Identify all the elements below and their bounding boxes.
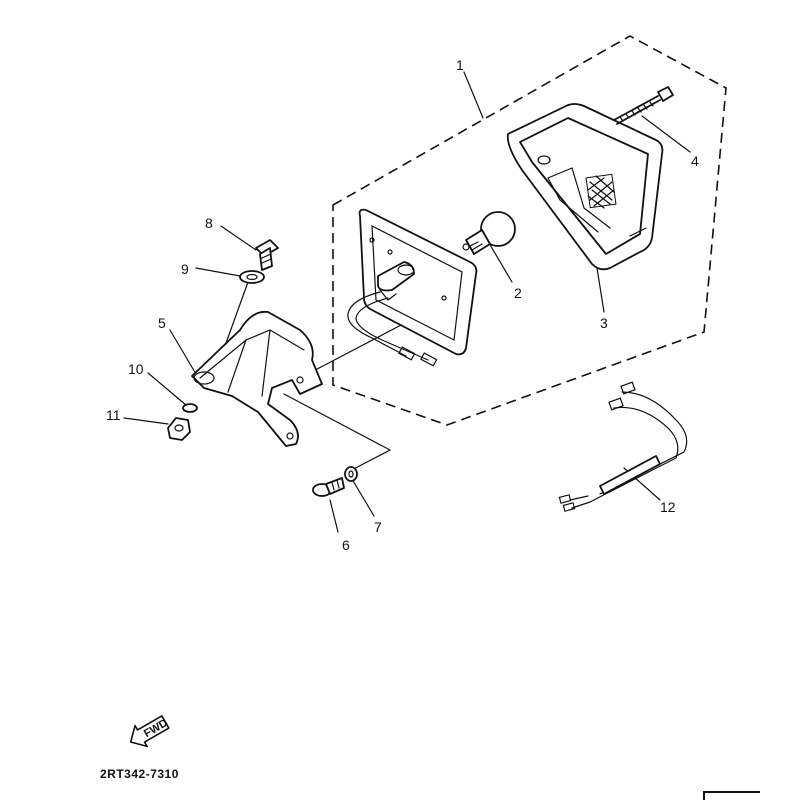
callout-7: 7 xyxy=(374,519,382,535)
bulb xyxy=(462,211,516,255)
screw-washer xyxy=(344,466,358,482)
callout-8: 8 xyxy=(205,215,213,231)
assembly-group-outline xyxy=(332,35,727,426)
lens-screw xyxy=(613,86,674,125)
callout-3: 3 xyxy=(600,315,608,331)
corner-mark xyxy=(703,791,760,800)
nut xyxy=(167,417,191,441)
tail-light-lens xyxy=(506,103,664,271)
callout-2: 2 xyxy=(514,285,522,301)
callout-9: 9 xyxy=(181,261,189,277)
callout-1: 1 xyxy=(456,57,464,73)
lamp-base-plate xyxy=(347,208,478,367)
bracket-washer xyxy=(239,270,265,284)
callout-10: 10 xyxy=(128,361,144,377)
fwd-label: FWD xyxy=(142,717,170,740)
bracket-screw xyxy=(312,477,345,497)
callout-4: 4 xyxy=(691,153,699,169)
callout-5: 5 xyxy=(158,315,166,331)
fwd-arrow: FWD xyxy=(129,715,170,748)
washer-small xyxy=(182,403,198,413)
callout-6: 6 xyxy=(342,537,350,553)
bracket-bolt xyxy=(255,239,279,271)
callout-11: 11 xyxy=(106,407,121,423)
diagram-code: 2RT342-7310 xyxy=(100,767,179,781)
wire-lead xyxy=(558,381,688,512)
callout-12: 12 xyxy=(660,499,676,515)
tail-light-bracket xyxy=(191,310,323,447)
